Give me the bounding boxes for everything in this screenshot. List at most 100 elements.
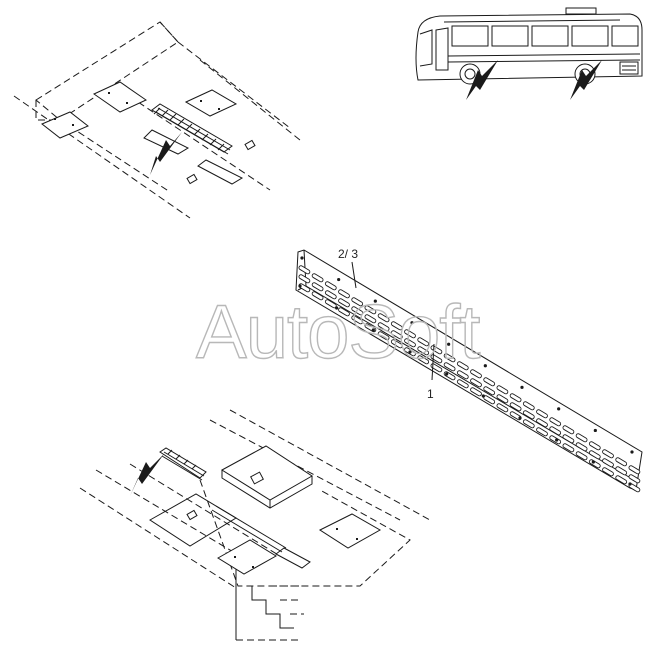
grille-slot xyxy=(522,410,535,420)
watermark: AutoSoft xyxy=(196,290,480,375)
grille-slats xyxy=(298,265,641,493)
grille-slot xyxy=(562,434,575,444)
grille-slot xyxy=(377,331,390,341)
grille-slot xyxy=(470,369,482,379)
grille-slot xyxy=(311,282,324,292)
grille-slot xyxy=(615,457,628,467)
fastener-hole xyxy=(483,364,487,368)
grille-slot xyxy=(456,379,469,389)
fastener-hole xyxy=(445,372,449,376)
grille-slot xyxy=(443,362,456,372)
callout-1: 1 xyxy=(427,387,434,401)
grille-slot xyxy=(562,425,575,435)
grille-slot xyxy=(377,322,390,332)
grille-slot xyxy=(338,307,350,317)
grille-slot xyxy=(615,466,628,476)
grille-slot xyxy=(311,291,324,301)
grille-slot xyxy=(509,402,522,412)
fastener-hole xyxy=(373,299,377,303)
grille-slot xyxy=(404,338,416,348)
fastener-hole xyxy=(410,321,414,325)
grille-slot xyxy=(602,458,614,468)
grille-slot xyxy=(496,394,509,404)
grille-slot xyxy=(588,450,601,460)
grille-slot xyxy=(522,401,535,411)
grille-slot xyxy=(456,370,469,380)
grille-slot xyxy=(404,329,416,339)
grille-slot xyxy=(298,274,311,284)
grille-slot xyxy=(351,315,364,325)
grille-fasteners xyxy=(298,256,634,486)
grille-slot xyxy=(390,321,403,331)
grille-slot xyxy=(549,426,562,436)
ventilation-grille: 2/ 3 1 xyxy=(295,247,643,493)
grille-slot xyxy=(364,314,377,324)
grille-slot xyxy=(602,467,614,477)
fastener-hole xyxy=(520,385,524,389)
grille-slot xyxy=(628,474,641,484)
grille-slot xyxy=(456,361,469,371)
grille-slot xyxy=(417,355,430,365)
grille-slot xyxy=(470,387,482,397)
roof-fitting xyxy=(244,139,256,151)
fastener-hole xyxy=(593,428,597,433)
grille-slot xyxy=(351,297,364,307)
grille-slot xyxy=(575,451,588,461)
fastener-hole xyxy=(628,482,632,486)
location-arrow xyxy=(570,60,602,100)
grille-slot xyxy=(522,419,535,429)
grille-slot xyxy=(443,353,456,363)
grille-slot xyxy=(338,298,350,308)
roof-hatch xyxy=(318,513,382,549)
roof-hatch xyxy=(92,81,148,113)
grille-slot xyxy=(496,403,509,413)
fastener-hole xyxy=(557,407,561,411)
grille-slot xyxy=(483,377,496,387)
roof-hatch xyxy=(184,89,238,117)
fastener-hole xyxy=(335,306,339,310)
fastener-hole xyxy=(630,450,634,454)
grille-slot xyxy=(575,433,588,443)
grille-slot xyxy=(602,449,614,459)
grille-slot xyxy=(377,313,390,323)
leader-line-1 xyxy=(431,343,435,381)
fastener-hole xyxy=(591,460,595,464)
fastener-hole xyxy=(371,328,375,332)
grille-slot xyxy=(575,442,588,452)
coach-side-view xyxy=(415,7,643,100)
roof-hatch xyxy=(41,111,89,139)
grille-slot xyxy=(509,393,522,403)
grille-slot xyxy=(338,289,350,299)
grille-slot xyxy=(390,339,403,349)
fastener-hole xyxy=(481,394,485,398)
grille-slot xyxy=(324,281,337,291)
grille-slot xyxy=(536,427,548,437)
grille-slot xyxy=(364,305,377,315)
grille-slot xyxy=(483,386,496,396)
fastener-hole xyxy=(555,438,559,442)
grille-slot xyxy=(311,273,324,283)
grille-slot xyxy=(536,418,548,428)
grille-slot xyxy=(390,330,403,340)
roof-fitting xyxy=(186,173,198,185)
roof-view-upper xyxy=(13,21,301,219)
callout-2-3: 2/ 3 xyxy=(338,247,358,261)
fastener-hole xyxy=(518,416,522,420)
grille-slot xyxy=(562,443,575,453)
roof-fitting xyxy=(250,471,264,485)
fastener-hole xyxy=(408,350,412,354)
roof-fitting xyxy=(186,509,198,521)
fastener-hole xyxy=(337,277,341,282)
grille-slot xyxy=(588,441,601,451)
grille-slot xyxy=(430,363,443,373)
grille-slot xyxy=(417,337,430,347)
grille-slot xyxy=(470,378,482,388)
fastener-hole xyxy=(447,342,451,346)
installed-grille xyxy=(151,103,233,155)
grille-slot xyxy=(615,475,628,485)
grille-slot xyxy=(536,409,548,419)
location-arrow xyxy=(150,132,182,175)
grille-slot xyxy=(417,346,430,356)
leader-line-2-3 xyxy=(351,261,357,289)
grille-slot xyxy=(549,417,562,427)
